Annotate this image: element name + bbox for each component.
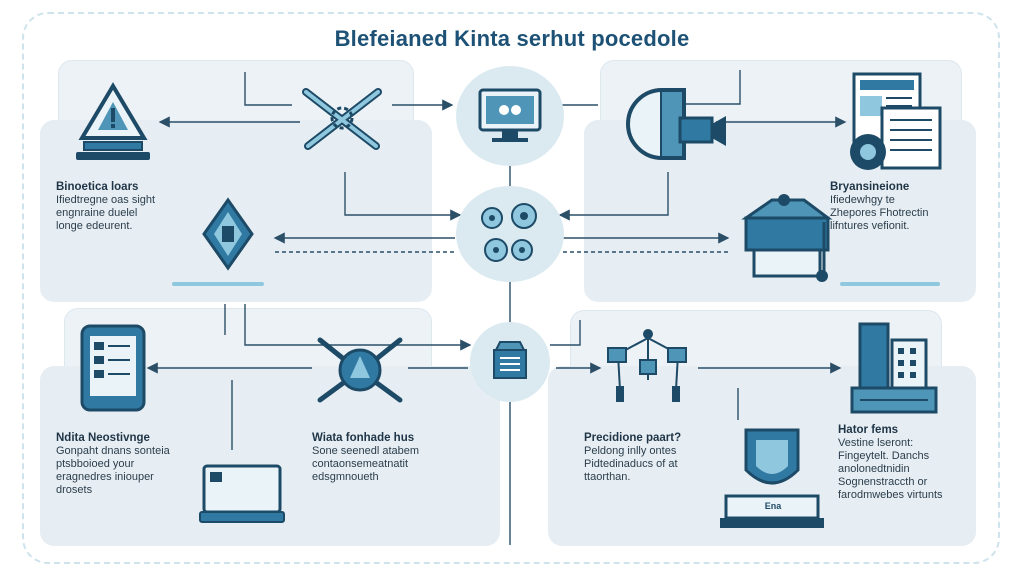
panel-bottom-mid-line: Sone seenedl atabem [312,445,420,457]
crest-icon [317,337,403,403]
panel-bottom-left-line: drosets [56,484,93,496]
panel-top-right-line: lifntures vefionit. [830,220,910,232]
panel-top-left-line: Ifiedtregne oas sight [56,194,156,206]
panel-bottom-mid-line: edsgmnoueth [312,471,379,483]
panel-bottom-left-heading: Ndita Neostivnge [56,432,150,444]
panel-top-right-heading: Bryansineione [830,181,910,193]
panel-bottom-right-b-line: Sognenstraccth or [838,476,928,488]
panel-bottom-mid-heading: Wiata fonhade hus [312,432,415,444]
panel-bottom-right-b-line: anolonedtnidin [838,463,910,475]
panel-bottom-right-b-text: Hator fems Vestine lseront: Fingeytelt. … [838,424,968,502]
gears-icon [481,203,537,262]
panel-top-left-bar [172,282,264,286]
connector-br-1 [550,320,581,346]
panel-bottom-mid-line: contaonsemeatnatit [312,458,409,470]
panel-bottom-right-a-line: Peldong inlly ontes [584,445,677,457]
panel-bottom-left-line: ptsbboioed your [56,458,135,470]
laptop-icon [199,464,285,523]
panel-top-left-line: longe edeurent. [56,220,133,232]
warning-icon [76,82,150,160]
outer-frame [22,12,1000,564]
network-nodes-icon [607,329,687,402]
emblem-icon [202,197,254,271]
shield-icon [720,428,824,528]
diagram-title: Blefeianed Kinta serhut pocedole [334,26,690,51]
badge-label: Ena [764,501,782,511]
panel-top-right-text: Bryansineione Ifiedewhgy te Zhepores Fho… [830,181,970,233]
panel-bottom-right-a-heading: Precidione paart? [584,432,682,444]
panel-bottom-right-b-line: farodmwebes virtunts [838,489,943,501]
broken-link-icon [302,88,382,150]
gears-node [456,186,564,282]
connector-to-gears-right [558,172,669,221]
panel-bottom-right-b-line: Vestine lseront: [838,437,914,449]
connector-tl-top [244,72,292,106]
panel-bottom-right-b-line: Fingeytelt. Danchs [838,450,930,462]
panel-top-left-line: engnraine duelel [56,207,138,219]
panel-top-left-text: Binoetica loars Ifiedtregne oas sight en… [56,181,236,233]
panel-top-left-heading: Binoetica loars [56,181,139,193]
panel-bottom-right-b-heading: Hator fems [838,424,899,436]
panel-top-right-bar [840,282,940,286]
panel-top-right-line: Zhepores Fhotrectin [830,207,929,219]
camera-icon [626,87,726,161]
tablet-icon [80,324,146,412]
panel-bottom-left-text: Ndita Neostivnge Gonpaht dnans sonteia p… [56,432,206,497]
monitor-icon [478,88,542,142]
server-building-icon [850,322,938,414]
package-icon [741,194,833,282]
document-icon [850,72,942,170]
panel-bottom-right-a-text: Precidione paart? Peldong inlly ontes Pi… [584,432,714,484]
archive-box-icon [493,341,527,379]
panel-bottom-right-a-line: Pidtedinaducs of at [584,458,678,470]
panel-top-right-line: Ifiedewhgy te [830,194,895,206]
panel-bottom-left-line: Gonpaht dnans sonteia [56,445,170,457]
panel-bottom-mid-text: Wiata fonhade hus Sone seenedl atabem co… [312,432,462,484]
connector-to-gears-left [344,172,462,221]
panel-bottom-left-line: eragnedres iniouper [56,471,154,483]
panel-bottom-right-a-line: ttaorthan. [584,471,631,483]
